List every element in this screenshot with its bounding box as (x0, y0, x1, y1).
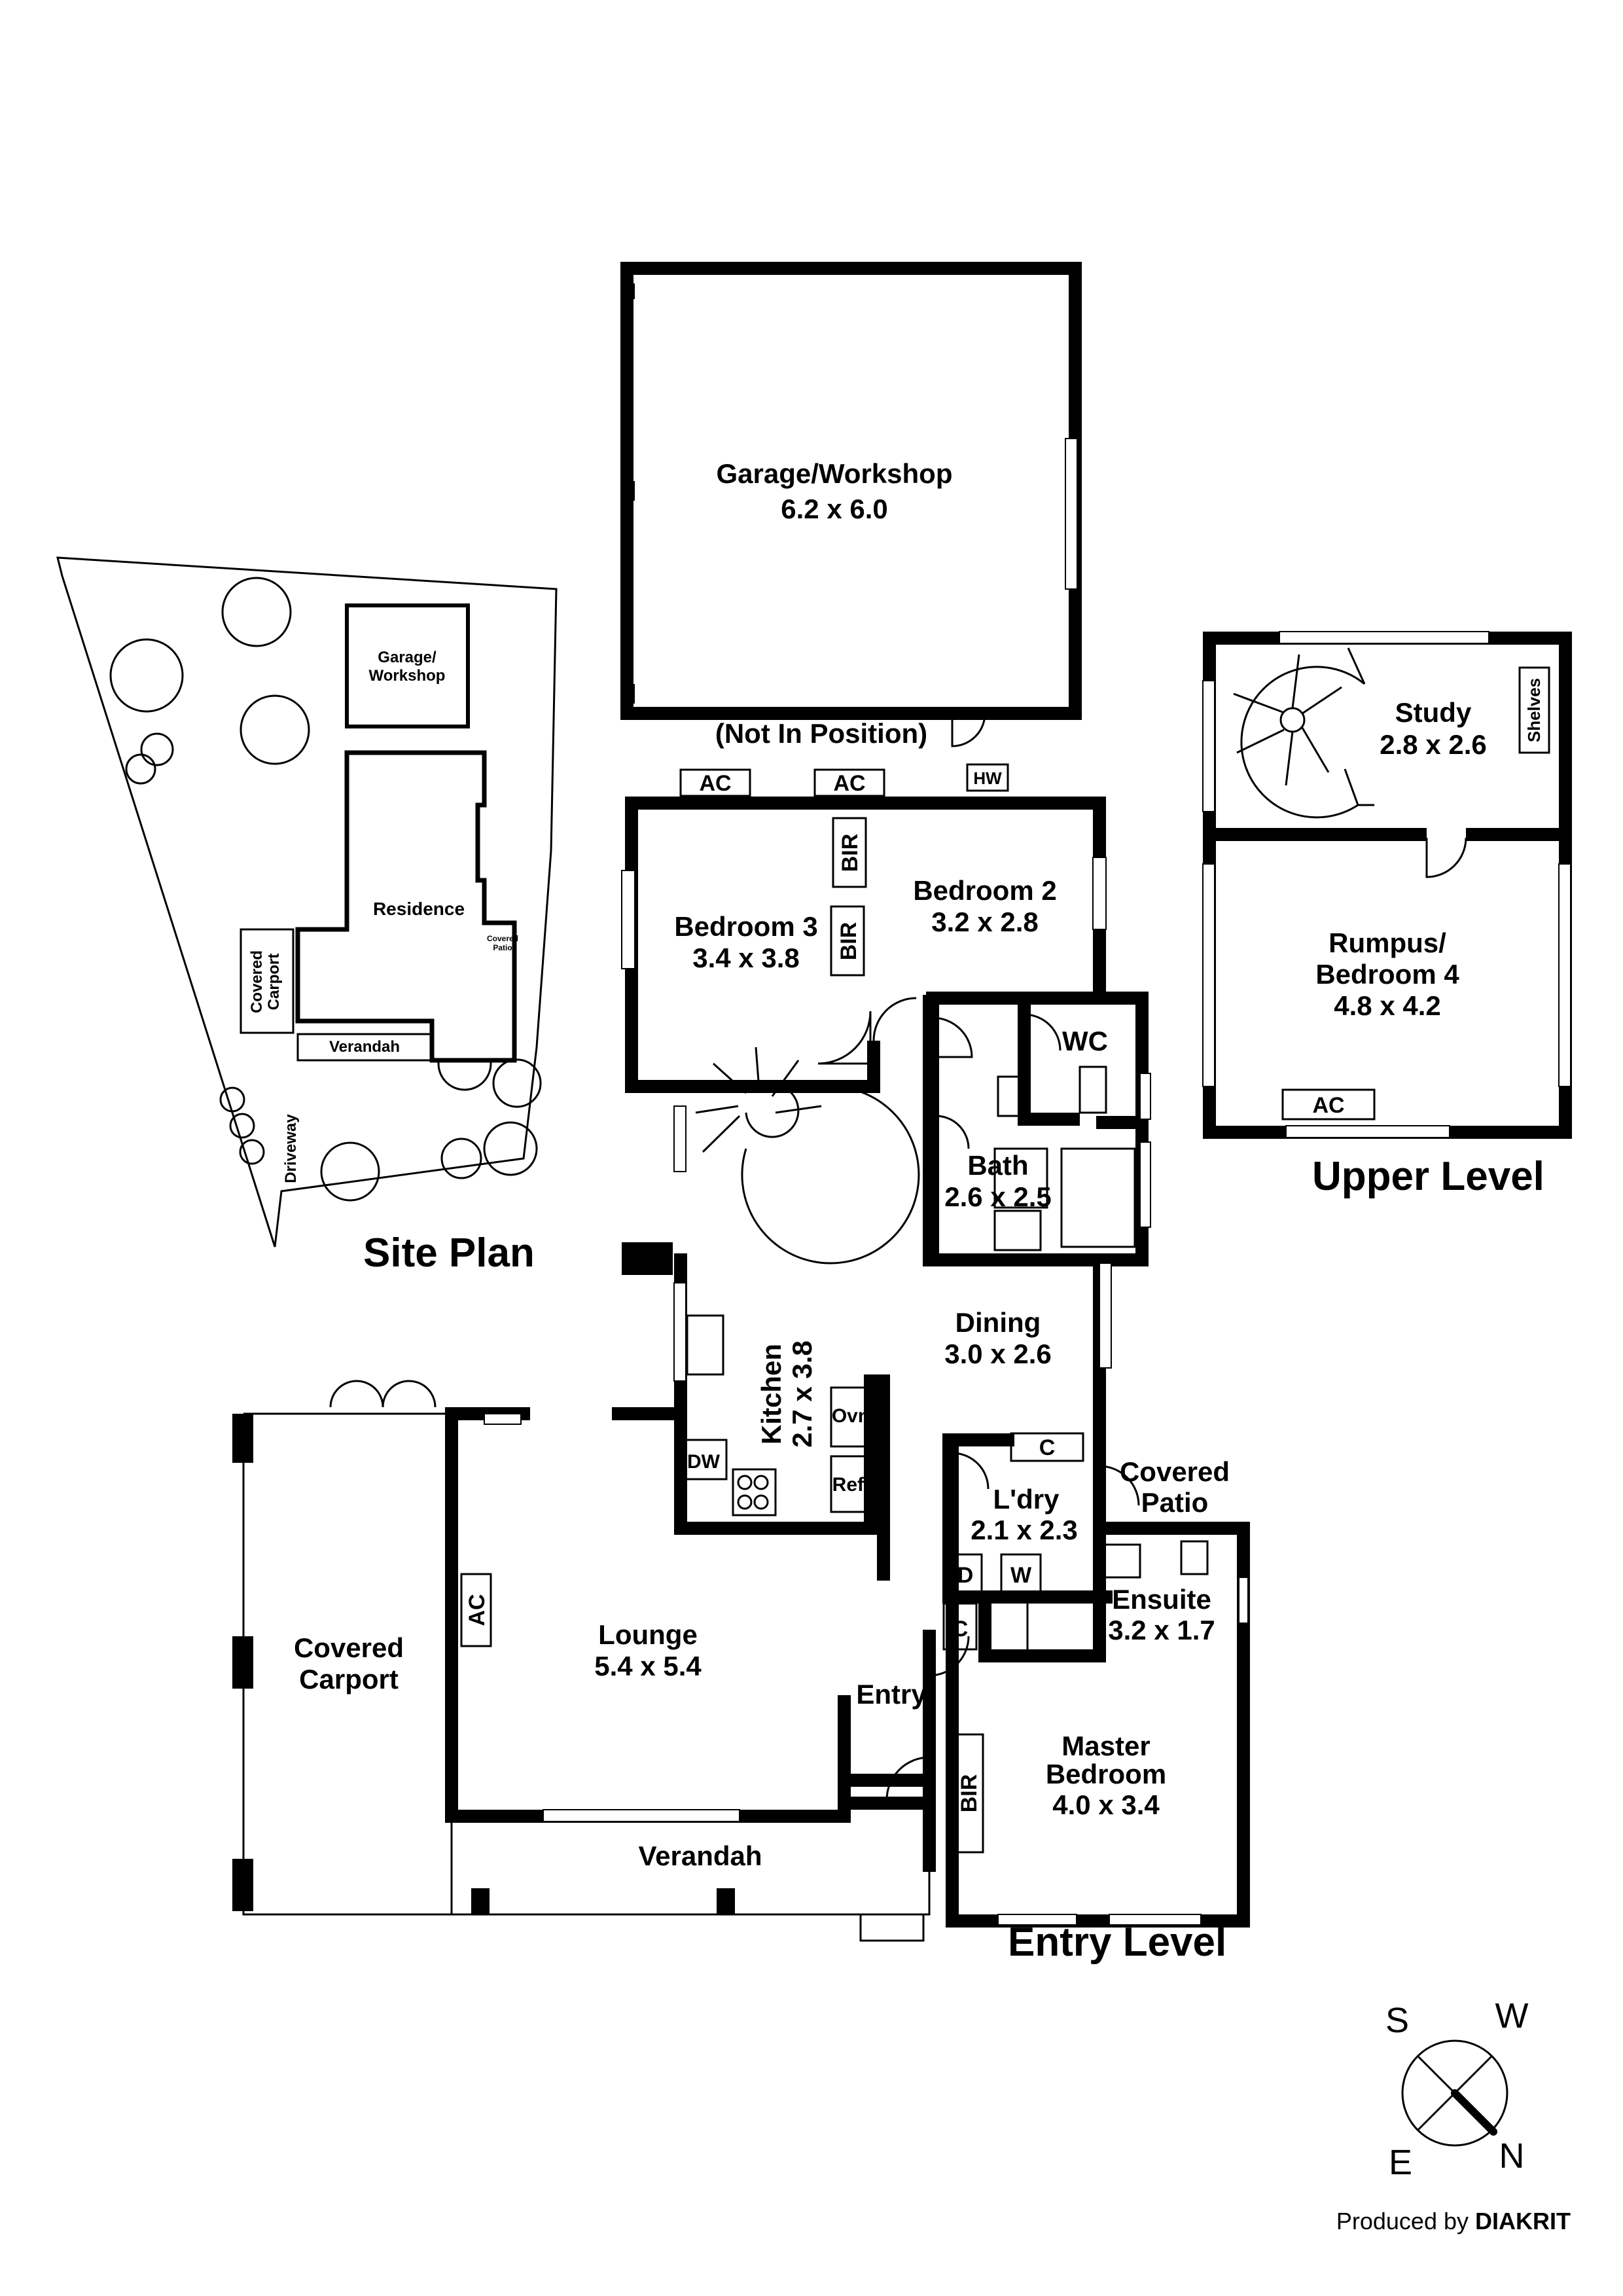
rumpus-name-2: Bedroom 4 (1315, 959, 1459, 990)
entry-level: BIR BIR BIR AC C C DW Ovn Ref. D W Bedro… (232, 797, 1250, 1965)
shelves-label: Shelves (1524, 678, 1544, 742)
lounge-size: 5.4 x 5.4 (594, 1651, 702, 1681)
fridge-label: Ref. (832, 1474, 870, 1496)
ensuite-name: Ensuite (1112, 1584, 1211, 1615)
bir-label-master: BIR (957, 1774, 982, 1813)
laundry-name: L'dry (993, 1484, 1060, 1515)
site-driveway-label: Driveway (282, 1114, 300, 1183)
washer-label: W (1010, 1563, 1032, 1588)
ac-label-1: AC (699, 771, 731, 796)
site-residence-label: Residence (373, 899, 465, 919)
master-name-1: Master (1061, 1731, 1150, 1761)
lounge-name: Lounge (598, 1619, 698, 1650)
site-carport-label-1: Covered (248, 950, 266, 1013)
entry-name: Entry (856, 1679, 927, 1710)
bath-size: 2.6 x 2.5 (944, 1181, 1051, 1212)
ensuite-size: 3.2 x 1.7 (1108, 1615, 1215, 1645)
garage-not-in-position: (Not In Position) (715, 718, 927, 749)
dining-size: 3.0 x 2.6 (944, 1338, 1051, 1369)
verandah-name: Verandah (638, 1840, 762, 1871)
ac-units-top: AC AC HW (679, 763, 1009, 797)
carport-name-2: Carport (299, 1664, 399, 1695)
kitchen-size: 2.7 x 3.8 (787, 1340, 817, 1447)
compass: S W E N (1385, 1996, 1529, 2182)
dining-name: Dining (955, 1307, 1041, 1338)
bedroom2-size: 3.2 x 2.8 (931, 906, 1038, 937)
c-label-laundry: C (1039, 1435, 1056, 1460)
study-size: 2.8 x 2.6 (1380, 729, 1486, 760)
dw-label: DW (687, 1451, 721, 1473)
credit-brand: DIAKRIT (1475, 2208, 1571, 2234)
bir-label-bed2: BIR (838, 834, 863, 872)
upper-level: Shelves AC Study 2.8 x 2.6 Rumpus/ Bedro… (1202, 631, 1572, 1199)
credit: Produced by DIAKRIT (1336, 2208, 1571, 2234)
entry-stairs (695, 1047, 920, 1265)
dryer-label: D (957, 1563, 974, 1588)
compass-s: S (1385, 2001, 1409, 2040)
carport-name-1: Covered (294, 1632, 404, 1663)
kitchen-name: Kitchen (756, 1344, 787, 1444)
bath-fixtures (987, 1066, 1209, 1654)
site-verandah (296, 1033, 433, 1062)
site-residence (295, 750, 517, 1063)
oven-label: Ovn (832, 1405, 870, 1427)
site-patio-label-2: Patio (493, 943, 512, 952)
site-garage-label-1: Garage/ (378, 649, 437, 666)
patio-name-1: Covered (1120, 1456, 1230, 1487)
ac-label-2: AC (833, 771, 865, 796)
study-name: Study (1395, 697, 1472, 728)
upper-stairs (1233, 647, 1374, 819)
bedroom3-size: 3.4 x 3.8 (692, 942, 799, 973)
compass-w: W (1495, 1996, 1529, 2036)
bath-name: Bath (967, 1150, 1028, 1181)
ac-label-lounge: AC (465, 1594, 490, 1626)
site-verandah-label: Verandah (329, 1038, 400, 1056)
site-carport-label-2: Carport (265, 954, 283, 1011)
bedroom2-name: Bedroom 2 (913, 875, 1056, 906)
site-trees (109, 577, 542, 1202)
bir-label-bed3: BIR (836, 922, 861, 961)
site-plan: Garage/ Workshop Residence Covered Carpo… (56, 556, 558, 1276)
site-garage (345, 603, 470, 728)
bedroom3-name: Bedroom 3 (674, 911, 817, 942)
master-name-2: Bedroom (1046, 1759, 1166, 1789)
garage-name: Garage/Workshop (717, 458, 953, 489)
entry-level-title: Entry Level (1008, 1920, 1226, 1965)
rumpus-size: 4.8 x 4.2 (1334, 990, 1440, 1021)
kitchen-fixtures (683, 1314, 872, 1516)
site-boundary (56, 556, 558, 1247)
garage-workshop: Garage/Workshop 6.2 x 6.0 (Not In Positi… (620, 262, 1082, 749)
site-plan-title: Site Plan (363, 1230, 535, 1276)
patio-name-2: Patio (1141, 1487, 1209, 1518)
laundry-size: 2.1 x 2.3 (971, 1515, 1077, 1545)
upper-level-title: Upper Level (1312, 1154, 1544, 1199)
wc-name: WC (1062, 1026, 1108, 1056)
garage-size: 6.2 x 6.0 (781, 493, 887, 524)
rumpus-name-1: Rumpus/ (1329, 927, 1446, 958)
hw-label: HW (973, 768, 1002, 788)
compass-rose-icon (1401, 2039, 1508, 2147)
site-patio-label-1: Covered (487, 934, 518, 943)
master-size: 4.0 x 3.4 (1052, 1789, 1160, 1820)
site-carport (240, 928, 294, 1034)
compass-e: E (1389, 2143, 1412, 2182)
site-garage-label-2: Workshop (369, 667, 446, 685)
ac-label-upper: AC (1312, 1093, 1344, 1118)
credit-prefix: Produced by (1336, 2208, 1475, 2234)
c-label-entry: C (952, 1617, 969, 1641)
compass-n: N (1499, 2136, 1525, 2176)
entry-doors (329, 997, 1140, 1801)
